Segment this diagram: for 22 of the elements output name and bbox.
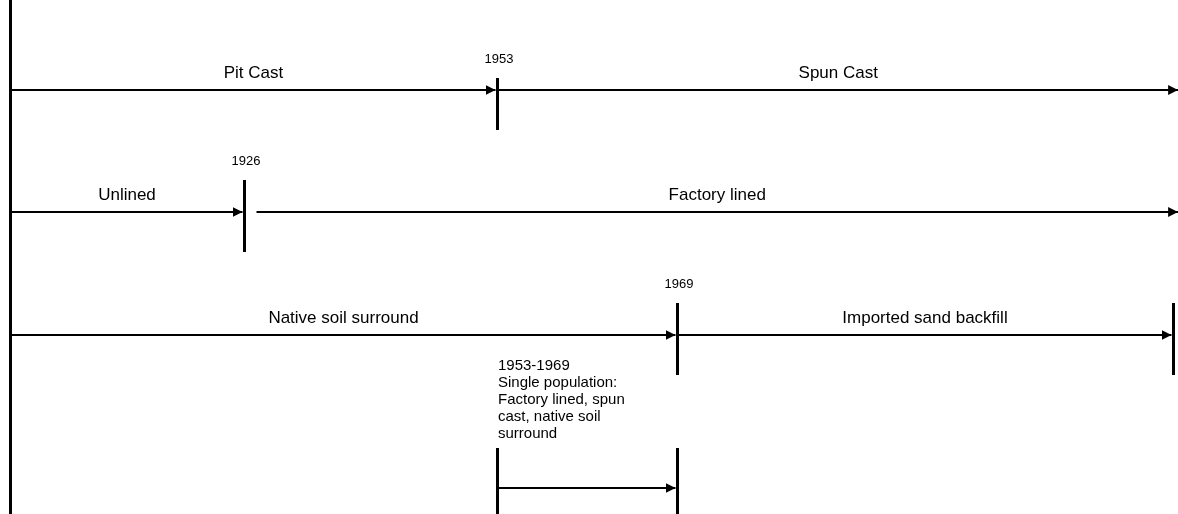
year-label: 1969 [664,276,694,291]
period-label: Factory lined [666,185,768,205]
arrow [498,85,1178,95]
arrow [678,330,1172,340]
arrow [11,207,243,217]
year-label: 1953 [484,51,514,66]
tick-mark [495,448,499,514]
timeline-axis [8,0,12,514]
tick-mark [675,448,679,514]
arrow [11,330,676,340]
date-range-label: 1953-1969 [498,356,571,373]
note-text: Single population: Factory lined, spun cast, native soil surround [498,373,626,441]
tick-mark [242,180,246,252]
tick-mark [1171,303,1175,375]
period-label: Imported sand backfill [840,308,1010,328]
period-label: Spun Cast [796,63,880,83]
tick-mark [495,78,499,130]
arrow [256,207,1178,217]
year-label: 1926 [231,153,261,168]
tick-mark [675,303,679,375]
arrow [498,483,676,493]
arrow [11,85,496,95]
